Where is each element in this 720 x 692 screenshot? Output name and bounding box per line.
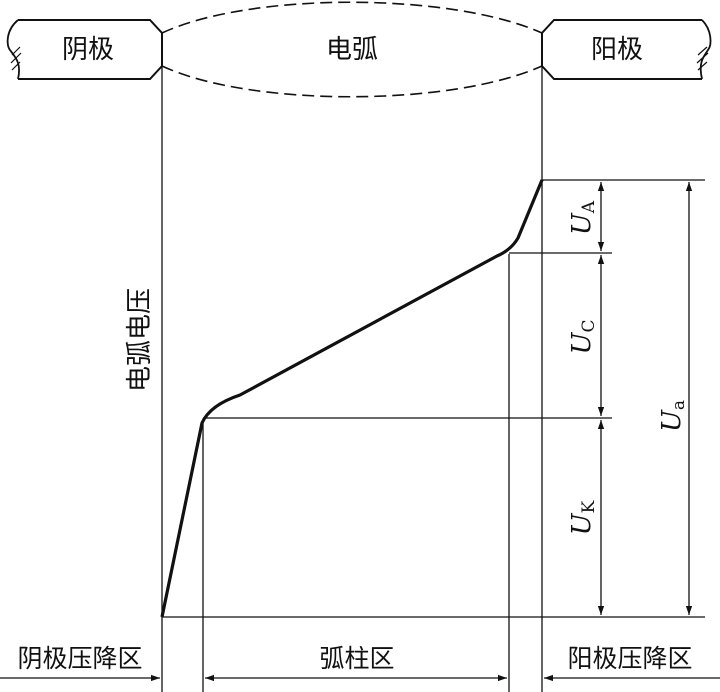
svg-text:Ua: Ua (657, 400, 689, 432)
cathode-label: 阴极 (62, 35, 114, 65)
anode-drop-zone-label: 阳极压降区 (567, 644, 692, 673)
svg-text:UK: UK (567, 500, 599, 535)
zone-boundaries (161, 66, 543, 692)
y-axis-label: 电弧电压 (125, 288, 155, 392)
arc-voltage-curve (160, 179, 544, 618)
dimension-arrows (597, 182, 693, 615)
anode-electrode: 阳极 (541, 19, 712, 80)
arc-label: 电弧 (326, 35, 378, 65)
arc-outline: 电弧 (161, 1, 543, 98)
svg-text:UC: UC (567, 320, 599, 355)
uk-label: UK (567, 500, 599, 535)
voltage-reference-lines (162, 179, 705, 618)
uc-label: UC (567, 320, 599, 355)
total-voltage-label: Ua (657, 400, 689, 432)
cathode-electrode: 阴极 (6, 19, 163, 80)
ua-label: UA (567, 200, 599, 235)
arc-column-zone-label: 弧柱区 (319, 644, 394, 673)
anode-label: 阳极 (591, 35, 643, 65)
cathode-drop-zone-label: 阴极压降区 (17, 644, 142, 673)
svg-text:UA: UA (567, 200, 599, 235)
